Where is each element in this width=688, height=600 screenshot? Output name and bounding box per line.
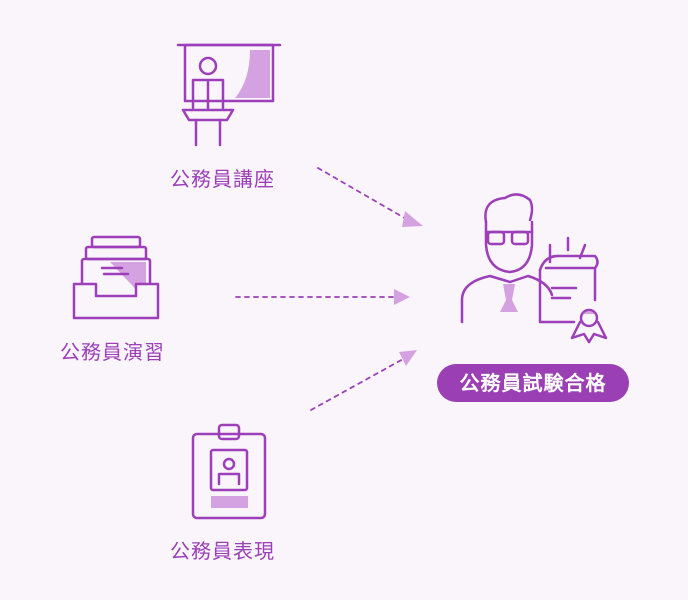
expression-icon [191,423,267,520]
input-label-lecture: 公務員講座 [170,167,275,191]
success-icon [460,193,608,344]
arrow-heads [394,211,423,366]
input-label-exercise: 公務員演習 [60,340,165,364]
input-label-expression: 公務員表現 [170,539,275,563]
flow-arrows [235,167,409,411]
arrow-lecture [317,167,409,221]
result-badge: 公務員試験合格 [437,364,629,402]
exercise-icon [72,235,160,320]
lecture-icon [176,43,282,147]
arrow-expression [310,357,406,411]
